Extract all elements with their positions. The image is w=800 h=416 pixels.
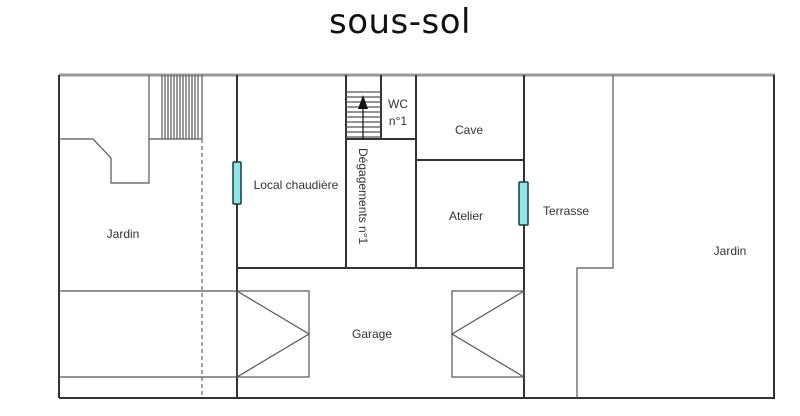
- room-label-wc-number: n°1: [389, 114, 407, 128]
- room-label-jardin-right: Jardin: [714, 244, 747, 258]
- room-label-wc: WC: [388, 97, 408, 111]
- room-label-cave: Cave: [455, 123, 483, 137]
- room-label-terrasse: Terrasse: [543, 204, 589, 218]
- room-label-atelier: Atelier: [449, 209, 483, 223]
- jardin-left-area: Jardin: [59, 75, 237, 398]
- window-right: [518, 181, 529, 226]
- page-title: sous-sol: [328, 2, 471, 42]
- garage-door-right: [451, 290, 525, 378]
- exterior-stairs: [161, 75, 203, 139]
- interior-stairs: [346, 91, 381, 139]
- room-label-degagements: Dégagements n°1: [356, 148, 370, 245]
- room-label-garage: Garage: [352, 327, 392, 341]
- terrasse-area: Terrasse: [543, 75, 614, 398]
- garage-area: Garage: [236, 290, 525, 378]
- stair-up-arrow-icon: [358, 95, 368, 109]
- garage-door-left: [236, 290, 310, 378]
- window-left: [232, 161, 242, 205]
- room-label-local-chaudiere: Local chaudière: [254, 178, 339, 192]
- room-label-jardin-left: Jardin: [107, 227, 140, 241]
